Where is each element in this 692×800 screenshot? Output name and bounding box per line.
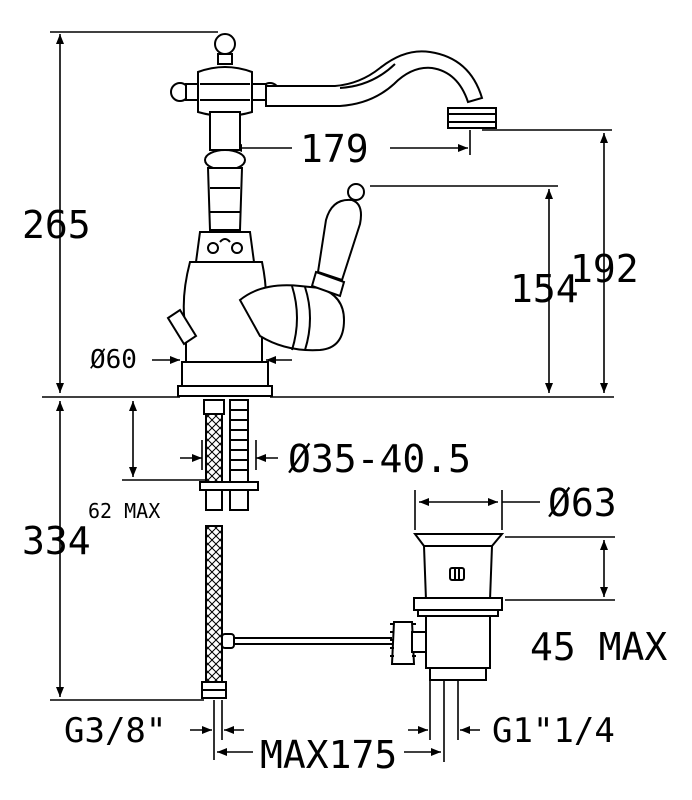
spout-reach-label: 179 [300,127,369,171]
waste-thread-label: G1"1/4 [492,711,615,751]
base-diameter-label: Ø60 [90,345,137,375]
waste-height-label: 45 MAX [530,625,667,669]
waste-diameter-label: Ø63 [548,481,617,525]
total-height-label: 265 [22,203,91,247]
rod-length-label: MAX175 [260,733,397,777]
spout-height-label: 192 [570,247,639,291]
waste-fitting [390,533,505,681]
under-length-label: 334 [22,519,91,563]
hole-diameter-label: Ø35-40.5 [288,437,471,481]
hose-thread-label: G3/8" [64,711,166,751]
deck-thickness-label: 62 MAX [88,499,160,523]
lever-height-label: 154 [510,267,579,311]
underdeck-fittings [199,399,392,699]
dimension-lines [42,31,615,762]
dimension-labels: 265 179 154 192 Ø60 Ø35-40.5 62 MAX 334 … [22,127,667,777]
faucet-body [166,33,497,397]
